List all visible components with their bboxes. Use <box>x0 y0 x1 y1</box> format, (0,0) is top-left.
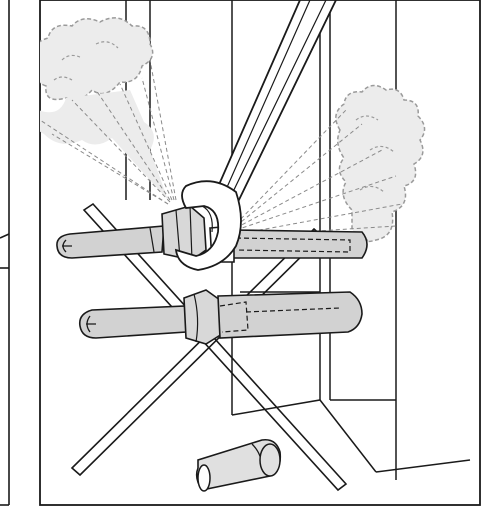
pipe-icon <box>56 225 165 259</box>
flare-nut-icon <box>183 289 223 345</box>
refrigerant-leak-cloud-icon <box>40 17 168 200</box>
pipe-icon <box>78 305 187 339</box>
insulation-sleeve-icon <box>217 291 363 339</box>
left-spray-lines <box>40 59 177 205</box>
refrigerant-leak-cloud-icon <box>335 84 426 243</box>
insulation-sleeve-icon <box>195 438 282 492</box>
left-panel-fragment <box>0 0 10 506</box>
wrench-icon <box>174 0 338 271</box>
